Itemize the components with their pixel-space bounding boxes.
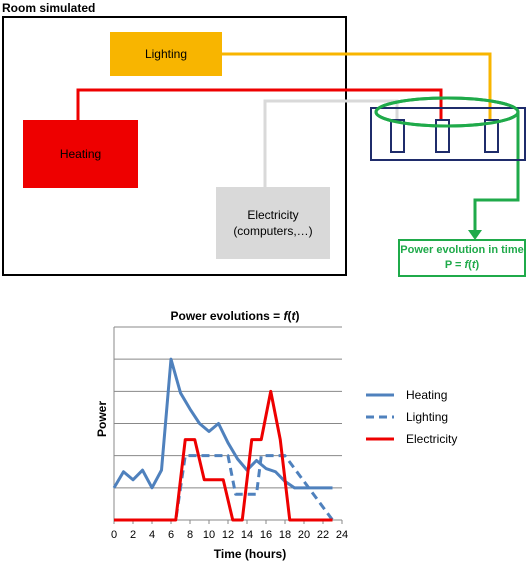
x-tick-label: 0 (111, 529, 117, 541)
room-title: Room simulated (2, 1, 96, 15)
x-tick-label: 12 (222, 529, 234, 541)
measurement-arrow-line (473, 112, 520, 232)
legend-label-heating: Heating (406, 388, 447, 402)
power-evolution-title: Power evolution in time (400, 244, 524, 256)
room-boundary (2, 16, 347, 276)
x-tick-label: 6 (168, 529, 174, 541)
electricity-block: Electricity (computers,…) (216, 187, 330, 259)
heating-label: Heating (59, 147, 102, 161)
x-tick-label: 4 (149, 529, 155, 541)
lighting-block: Lighting (110, 32, 222, 76)
x-tick-label: 24 (336, 529, 348, 541)
lighting-label: Lighting (144, 47, 188, 61)
x-tick-label: 2 (130, 529, 136, 541)
x-tick-label: 10 (203, 529, 215, 541)
x-axis-label: Time (hours) (213, 547, 287, 561)
x-tick-label: 8 (187, 529, 193, 541)
heating-block: Heating (23, 120, 138, 188)
electricity-sublabel: (computers,…) (233, 224, 313, 238)
power-evolution-box: Power evolution in time P = f(t) (398, 239, 526, 277)
series-line-heating (112, 357, 333, 490)
measurement-arrow-head (468, 230, 482, 240)
legend-label-lighting: Lighting (406, 410, 448, 424)
x-tick-label: 22 (317, 529, 329, 541)
x-tick-label: 14 (241, 529, 253, 541)
chart-title: Power evolutions = f(t) (170, 309, 300, 323)
legend-label-electricity: Electricity (406, 432, 457, 446)
electricity-label: Electricity (247, 208, 299, 222)
x-tick-label: 20 (298, 529, 310, 541)
power-formula: P = f(t) (444, 259, 480, 271)
series-line-electricity (114, 389, 333, 522)
x-tick-label: 16 (260, 529, 272, 541)
x-tick-label: 18 (279, 529, 291, 541)
